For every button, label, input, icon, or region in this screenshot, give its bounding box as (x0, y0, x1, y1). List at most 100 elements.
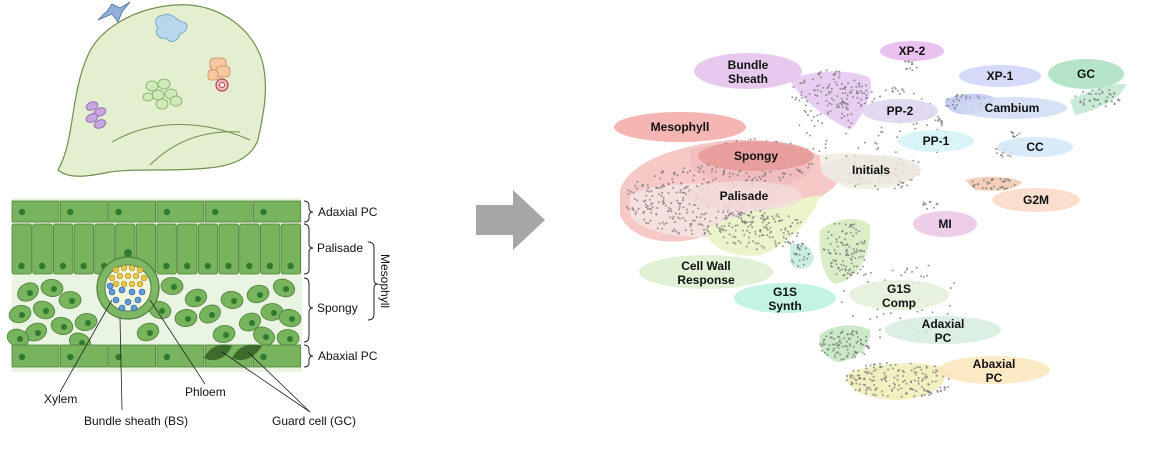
cell-point (856, 340, 859, 343)
cell-point (766, 217, 769, 220)
cell-point (1098, 102, 1101, 105)
cell-point (829, 110, 832, 113)
cell-point (853, 252, 856, 255)
cluster-xp1: XP-1 (959, 65, 1041, 87)
cell-point (781, 219, 783, 222)
cell-point (743, 234, 746, 237)
cell-point (841, 241, 844, 244)
cell-point (877, 146, 880, 149)
cell-point (900, 395, 903, 398)
cell-point (858, 256, 861, 259)
cell-point (734, 224, 737, 227)
cell-point (794, 98, 797, 101)
cell-point (745, 172, 748, 175)
cell-point (850, 91, 853, 94)
cell-point (707, 230, 710, 233)
cell-point (797, 265, 800, 267)
cell-point (1108, 89, 1111, 91)
cell-point (824, 143, 827, 146)
cell-point (656, 207, 659, 209)
cell-point (843, 87, 846, 90)
cell-point (748, 175, 751, 178)
cell-point (838, 76, 840, 79)
epidermal-cell (108, 200, 156, 223)
cell-point (747, 241, 750, 244)
epidermal-cell (59, 344, 108, 368)
cell-point (836, 83, 839, 86)
cell-point (715, 216, 718, 219)
cell-point (841, 92, 844, 95)
cell-point (904, 60, 907, 63)
cell-point (800, 94, 803, 96)
cell-point (826, 87, 829, 89)
cell-point (801, 82, 804, 85)
spongy-cell (272, 278, 296, 298)
cell-point (874, 368, 877, 371)
cell-point (816, 102, 819, 105)
cell-point (806, 100, 809, 103)
cell-point (833, 249, 836, 252)
cell-point (911, 270, 914, 273)
cell-point (920, 98, 923, 100)
cell-point (707, 225, 710, 227)
cell-point (852, 314, 855, 317)
spongy-cell (8, 304, 32, 324)
cell-point (990, 179, 993, 182)
cell-point (863, 377, 866, 380)
cell-point (807, 166, 810, 169)
cell-point (796, 235, 798, 238)
cell-point (771, 236, 774, 239)
cell-point (782, 176, 784, 178)
cluster-label: Initials (852, 163, 890, 177)
cell-point (801, 171, 804, 174)
cell-point (734, 236, 737, 239)
palisade-cell (218, 223, 239, 275)
cell-point (976, 183, 979, 186)
cell-point (913, 395, 916, 398)
cell-point (916, 310, 919, 313)
cell-point (763, 226, 766, 229)
cell-point (683, 167, 685, 170)
xylem-cell (136, 280, 144, 288)
spongy-cell (58, 291, 82, 309)
cell-point (646, 208, 649, 211)
cell-point (858, 230, 861, 233)
cell-point (740, 219, 743, 222)
cell-point (662, 183, 665, 186)
cell-point (910, 63, 913, 66)
cell-point (771, 215, 774, 218)
cluster-label: Spongy (734, 149, 778, 163)
leaf-cross-section: Adaxial PC Palisade Spongy Abaxial PC Me… (6, 198, 392, 428)
cell-point (659, 177, 662, 180)
cell-point (785, 237, 787, 240)
cell-point (751, 240, 754, 243)
label-abaxial: Abaxial PC (318, 349, 378, 363)
cell-point (779, 219, 782, 222)
cell-point (915, 66, 918, 69)
cell-point (844, 92, 847, 95)
cell-point (765, 217, 767, 220)
cell-point (881, 131, 884, 134)
cluster-g2m: G2M (992, 188, 1080, 212)
cell-point (822, 248, 825, 251)
cell-point (865, 335, 867, 338)
cell-point (774, 243, 777, 245)
cell-point (673, 228, 676, 231)
cell-point (691, 233, 694, 235)
cell-point (827, 90, 830, 93)
cell-point (832, 99, 835, 102)
cell-point (923, 388, 925, 390)
cell-point (946, 312, 949, 315)
cell-point (883, 372, 886, 375)
cell-point (924, 373, 927, 376)
cell-point (723, 225, 726, 227)
cell-point (921, 372, 924, 375)
cell-point (840, 341, 843, 344)
cell-point (670, 210, 673, 213)
cell-point (887, 368, 890, 371)
cell-point (909, 67, 912, 70)
cell-point (933, 365, 936, 368)
spongy-cell (220, 291, 244, 309)
